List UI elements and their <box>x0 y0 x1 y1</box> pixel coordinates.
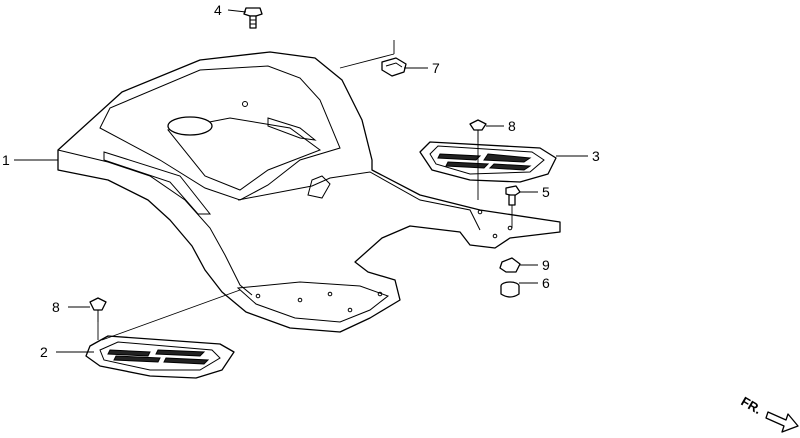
callout-8-right: 8 <box>508 118 516 134</box>
bolt-right <box>505 185 521 206</box>
callout-4: 4 <box>214 2 222 18</box>
main-body-part <box>57 51 561 333</box>
footrest-plate-right <box>419 141 557 183</box>
callout-1: 1 <box>2 152 10 168</box>
front-arrow-icon <box>765 411 799 433</box>
footrest-ribs-right <box>437 153 532 171</box>
assembly-lines <box>97 40 513 341</box>
callout-leaders <box>14 9 588 353</box>
clip-nut-top <box>381 57 407 77</box>
screw-right <box>469 119 487 142</box>
callout-3: 3 <box>592 148 600 164</box>
bolt-top <box>243 7 263 29</box>
collar-nut <box>500 281 520 298</box>
callout-8-left: 8 <box>52 299 60 315</box>
square-nut <box>499 257 521 273</box>
callout-9: 9 <box>542 257 550 273</box>
callout-7: 7 <box>432 60 440 76</box>
callout-5: 5 <box>542 184 550 200</box>
screw-left <box>89 297 107 322</box>
footrest-ribs-left <box>107 349 210 365</box>
callout-2: 2 <box>40 344 48 360</box>
front-label: FR. <box>739 394 765 417</box>
callout-labels: 1 2 3 4 5 6 7 8 8 9 <box>2 2 600 360</box>
front-direction-marker: FR. <box>739 394 799 433</box>
callout-6: 6 <box>542 275 550 291</box>
footrest-plate-left <box>85 335 235 379</box>
